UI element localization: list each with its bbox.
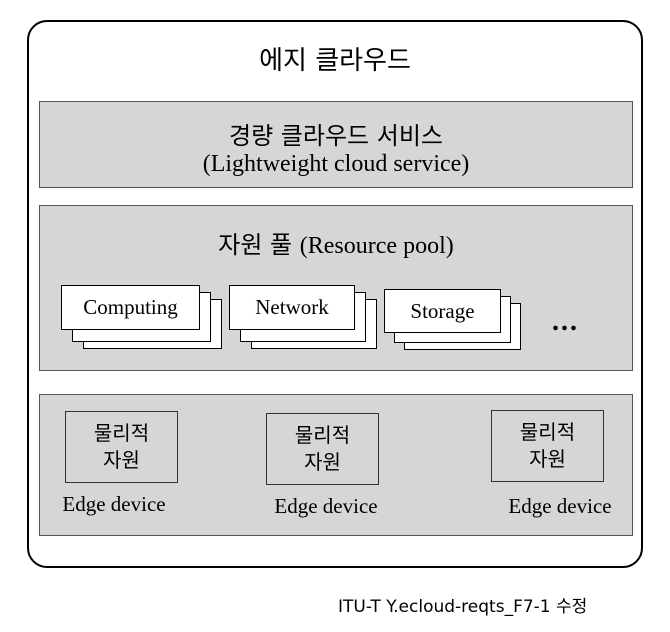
lightweight-service-title-ko: 경량 클라우드 서비스 [229,122,443,150]
physical-resource-line2: 자원 [529,447,566,471]
edge-cloud-title: 에지 클라우드 [259,46,411,76]
physical-resource-line2: 자원 [304,450,341,474]
lightweight-service-title-en: (Lightweight cloud service) [202,151,470,177]
physical-resource-line1: 물리적 [519,420,576,444]
lightweight-cloud-service-layer [39,101,633,188]
edge-device-label-2: Edge device [274,494,378,518]
storage-card: Storage [384,289,501,333]
physical-resource-line2: 자원 [103,448,140,472]
edge-device-physical-resource-1: 물리적 자원 [65,411,178,483]
edge-device-label-3: Edge device [508,494,612,518]
physical-resource-line1: 물리적 [93,421,150,445]
physical-resource-line1: 물리적 [294,423,351,447]
computing-card: Computing [61,285,200,330]
edge-device-physical-resource-2: 물리적 자원 [266,413,379,485]
more-resources-ellipsis: ... [552,306,579,337]
network-card: Network [229,285,355,330]
figure-caption: ITU-T Y.ecloud-reqts_F7-1 수정 [338,597,588,617]
resource-pool-title: 자원 풀 (Resource pool) [39,225,633,260]
edge-device-label-1: Edge device [62,492,166,516]
resource-pool-title-en: (Resource pool) [299,233,454,259]
resource-pool-title-ko: 자원 풀 [218,231,293,259]
edge-device-physical-resource-3: 물리적 자원 [491,410,604,482]
